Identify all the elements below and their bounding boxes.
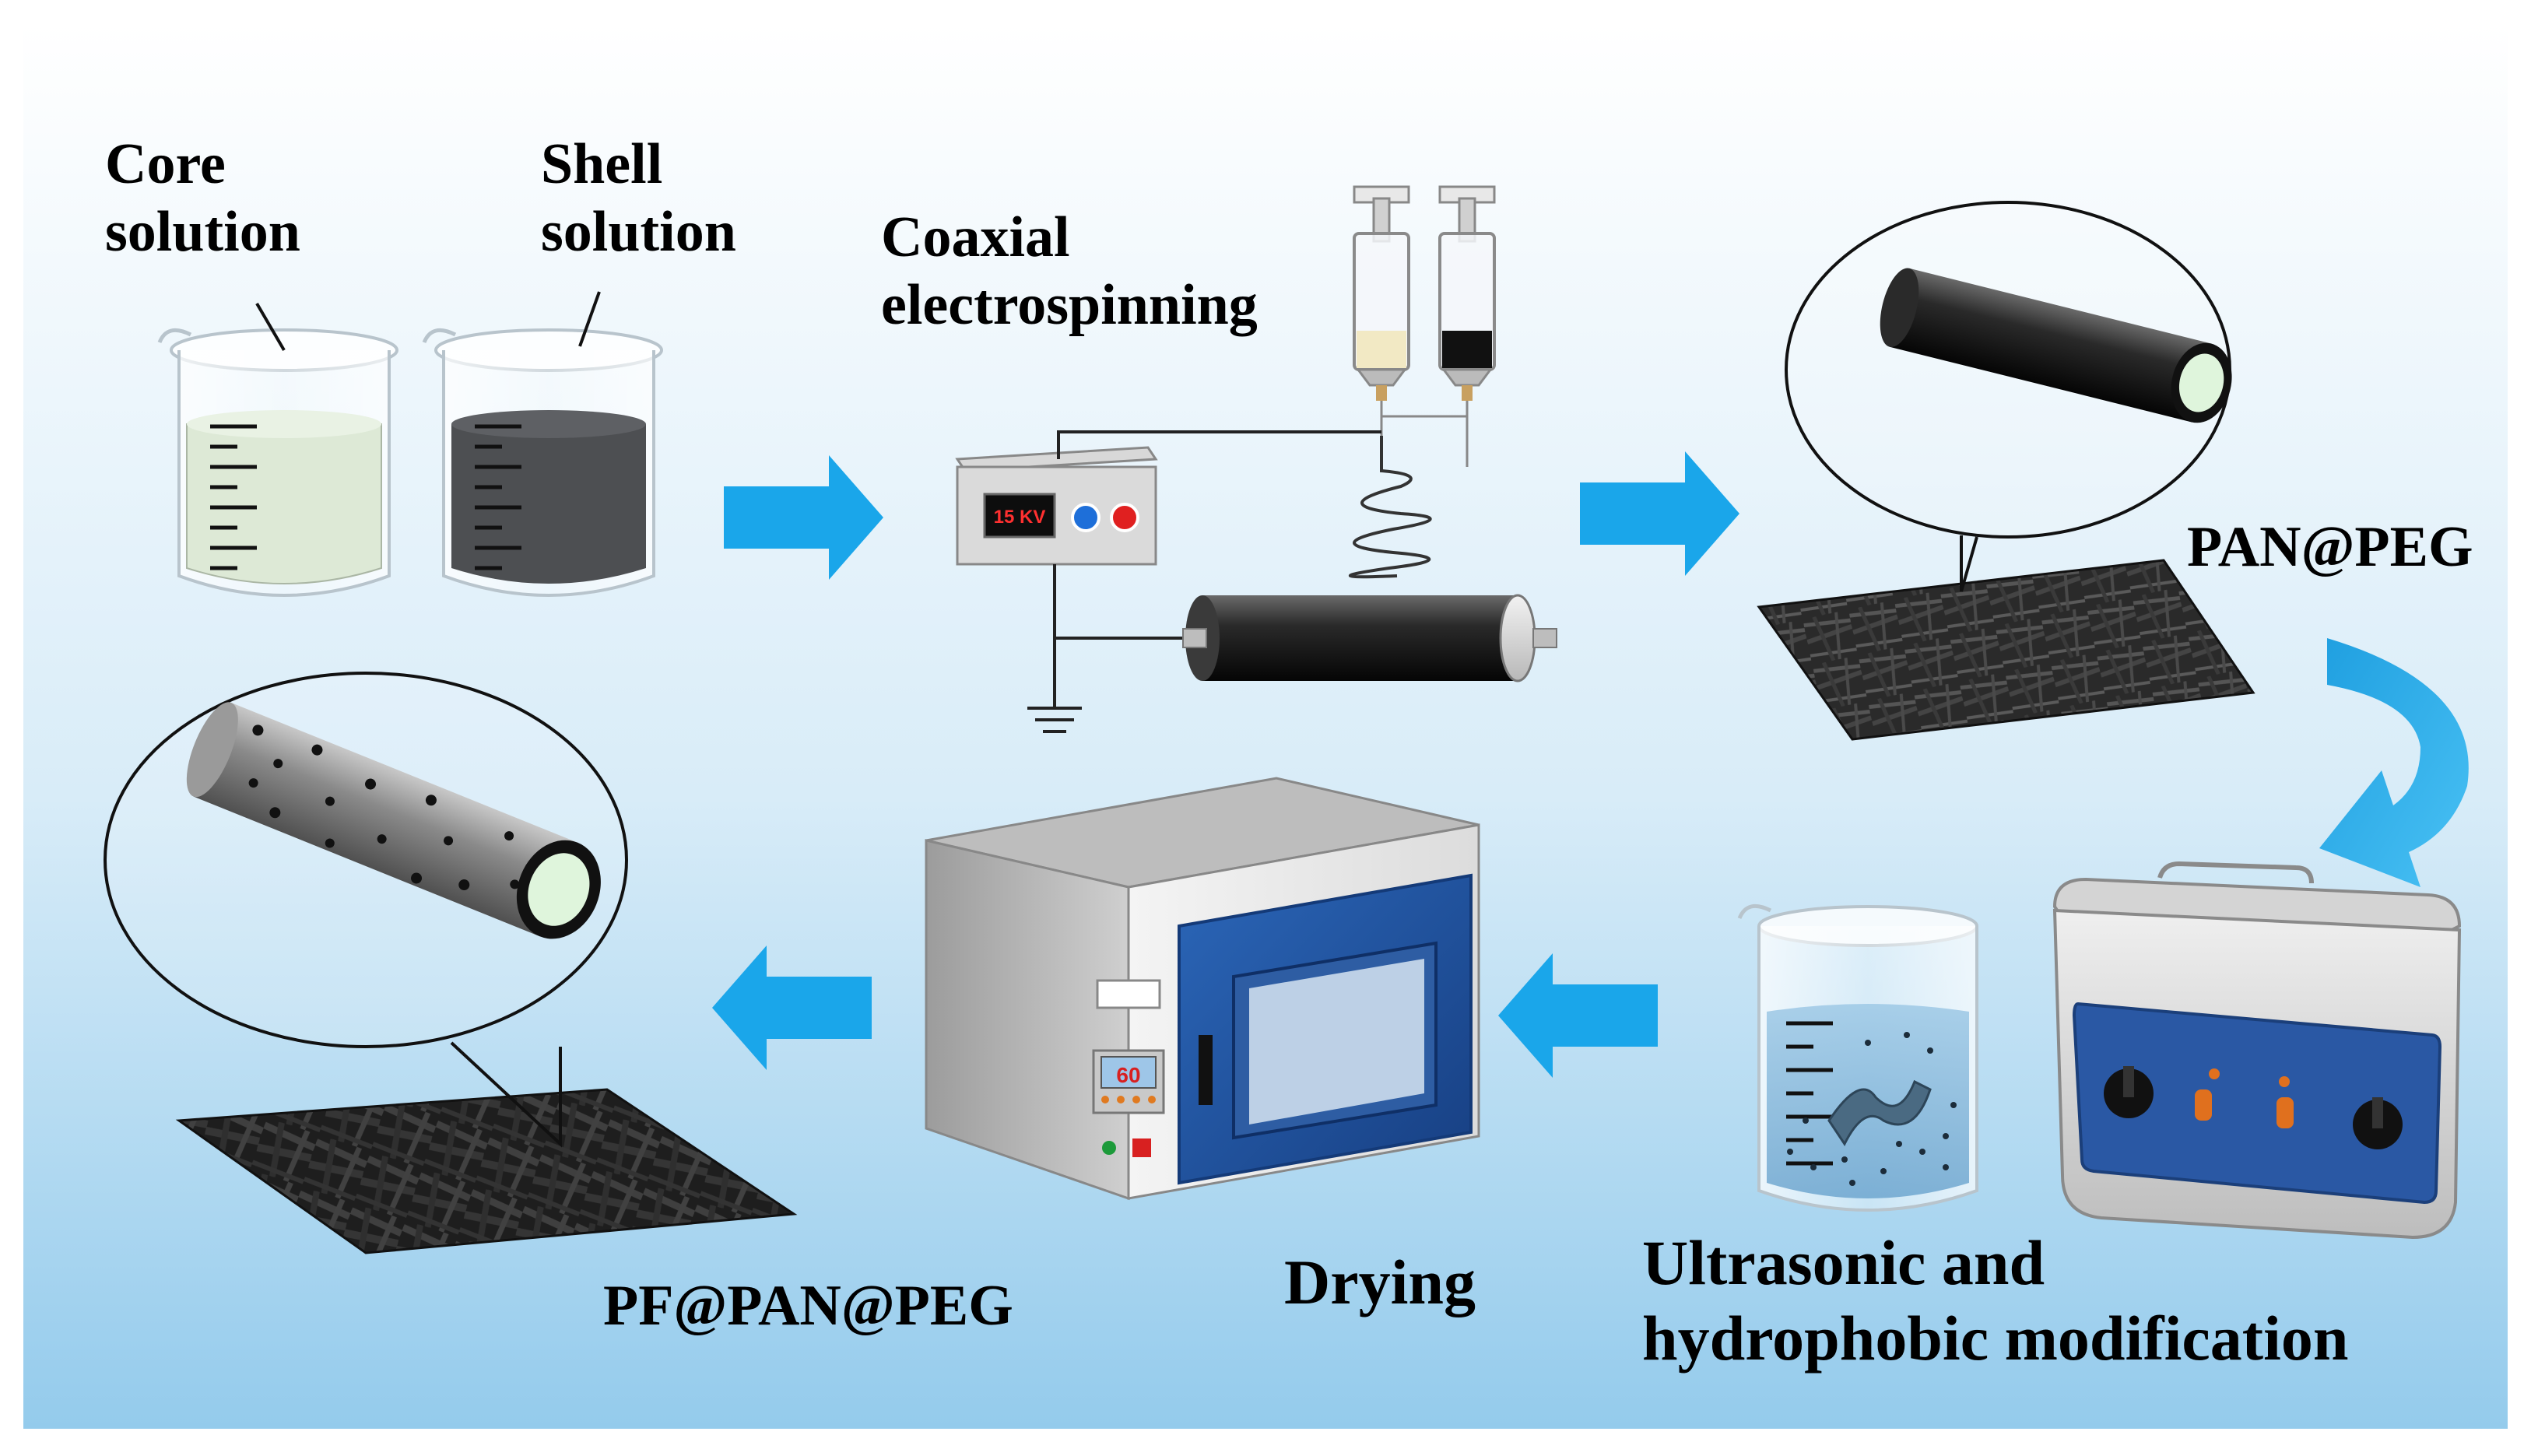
drying-oven: 60 (925, 777, 1480, 1201)
ground-symbol (1027, 707, 1082, 733)
core-solution-beaker (157, 302, 398, 597)
collector-drum (1182, 594, 1557, 682)
arrow-left-2 (712, 946, 872, 1070)
arrow-right-2 (1580, 451, 1739, 576)
power-supply: 15 KV (955, 446, 1158, 566)
arrow-right-1 (724, 455, 883, 580)
pan-peg-label: PAN@PEG (2187, 515, 2473, 579)
core-solution-label: Core solution (105, 132, 300, 265)
pan-peg-mat (1757, 559, 2255, 741)
pf-pan-peg-callout (104, 672, 628, 1148)
shell-solution-label: Shell solution (541, 132, 736, 265)
modification-beaker (1737, 903, 1978, 1212)
pf-pan-peg-mat (175, 1088, 798, 1254)
shell-syringe (1438, 185, 1496, 467)
oven-label-plate (1096, 979, 1161, 1009)
coaxial-electrospinning-label: Coaxial electrospinning (881, 205, 1258, 338)
oven-temperature-readout: 60 (1116, 1063, 1140, 1087)
drying-label: Drying (1284, 1247, 1476, 1317)
pan-peg-callout (1785, 201, 2232, 592)
shell-solution-beaker (422, 291, 663, 597)
electrospinning-setup: 15 KV (955, 185, 1557, 733)
spinning-jet (1348, 436, 1432, 579)
arrow-curved (2319, 638, 2469, 887)
voltage-readout: 15 KV (994, 507, 1046, 528)
core-syringe (1353, 185, 1410, 436)
ultrasonic-label: Ultrasonic and hydrophobic modification (1642, 1227, 2349, 1374)
ultrasonic-bath (2052, 861, 2462, 1240)
arrow-left-1 (1498, 953, 1658, 1078)
pf-pan-peg-label: PF@PAN@PEG (603, 1274, 1013, 1338)
